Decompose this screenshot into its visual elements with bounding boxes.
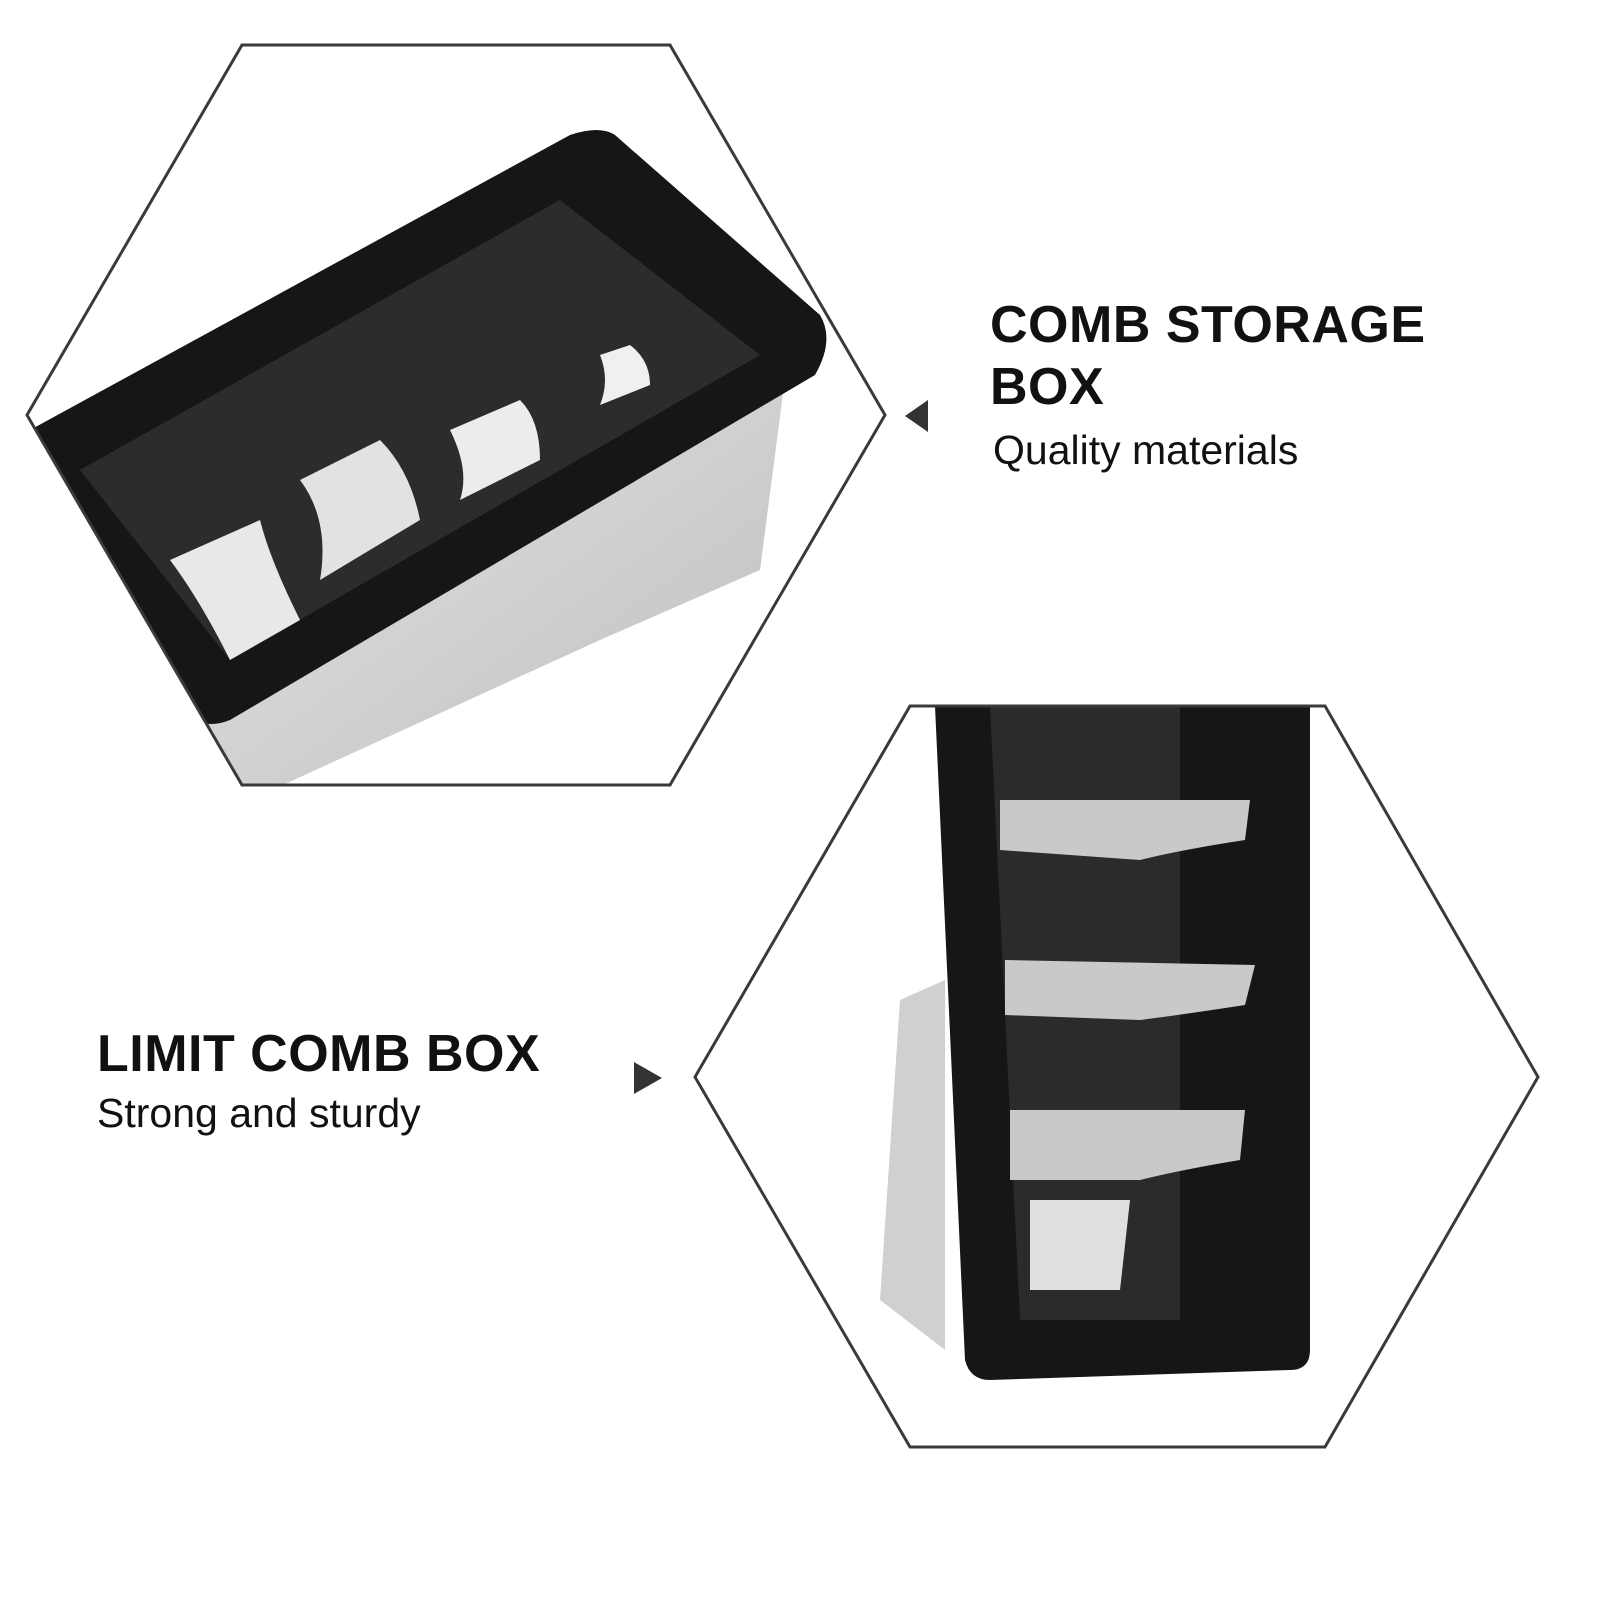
storage-box-title-line2: BOX <box>990 358 1105 416</box>
limit-comb-box-photo <box>880 706 1310 1380</box>
storage-box-photo <box>30 130 827 785</box>
pointer-right-icon <box>634 1062 662 1094</box>
limit-comb-box-title: LIMIT COMB BOX <box>97 1025 541 1083</box>
hexagon-frame-bottom <box>693 704 1540 1449</box>
storage-box-subtitle: Quality materials <box>993 427 1299 473</box>
hexagon-frame-top <box>25 43 887 787</box>
storage-box-title-line1: COMB STORAGE <box>990 296 1426 354</box>
pointer-left-icon <box>905 400 928 432</box>
box-side <box>880 980 945 1350</box>
limit-comb-box-subtitle: Strong and sturdy <box>97 1090 421 1136</box>
